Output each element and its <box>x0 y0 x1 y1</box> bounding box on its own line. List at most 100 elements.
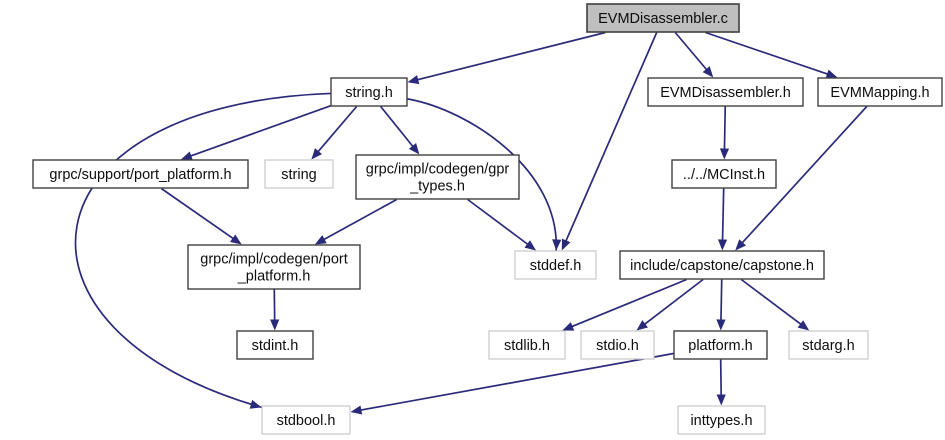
graph-edge <box>636 278 704 331</box>
graph-edge <box>407 31 606 85</box>
arrowhead <box>716 319 726 331</box>
node-label: inttypes.h <box>690 413 752 429</box>
graph-node-grpc-port-platform-h[interactable]: grpc/impl/codegen/port_platform.h <box>187 244 361 290</box>
node-label: stdint.h <box>252 338 299 354</box>
graph-node-platform-h[interactable]: platform.h <box>673 330 768 360</box>
node-label: stdlib.h <box>504 338 550 354</box>
arrowhead <box>311 148 323 160</box>
edge-line <box>740 105 868 245</box>
graph-node-stdlib-h[interactable]: stdlib.h <box>488 330 566 360</box>
graph-edge <box>74 92 331 409</box>
node-layer: EVMDisassembler.c string.h EVMDisassembler… <box>32 3 943 435</box>
node-label: stdbool.h <box>277 413 336 429</box>
arrowhead <box>350 405 363 415</box>
graph-edge <box>467 198 537 251</box>
graph-edge <box>561 32 658 251</box>
edge-line <box>705 31 830 76</box>
graph-edge <box>674 31 714 78</box>
graph-node-mcinst-h[interactable]: ../../MCInst.h <box>671 159 777 189</box>
arrowhead <box>408 143 420 155</box>
graph-node-capstone-h[interactable]: include/capstone/capstone.h <box>619 250 825 280</box>
graph-node-string-h[interactable]: string.h <box>330 77 408 107</box>
node-box <box>514 250 597 280</box>
graph-edge <box>740 278 810 331</box>
edge-line <box>160 187 235 241</box>
node-label: include/capstone/capstone.h <box>630 258 814 274</box>
graph-node-stdio-h[interactable]: stdio.h <box>580 330 655 360</box>
node-box <box>488 330 566 360</box>
node-label: stdio.h <box>596 338 639 354</box>
node-box <box>355 154 520 200</box>
node-label: EVMDisassembler.c <box>598 11 728 27</box>
node-box <box>236 330 314 360</box>
node-label: grpc/impl/codegen/port_platform.h <box>200 251 348 284</box>
node-box <box>671 159 777 189</box>
graph-node-grpc-support-port-platform-h[interactable]: grpc/support/port_platform.h <box>32 159 249 189</box>
arrowhead <box>735 239 747 251</box>
graph-node-stdint-h[interactable]: stdint.h <box>236 330 314 360</box>
edge-line <box>740 278 803 326</box>
graph-node-evmdisassembler-c[interactable]: EVMDisassembler.c <box>586 3 740 33</box>
node-label: grpc/support/port_platform.h <box>49 167 231 183</box>
arrowhead <box>230 234 242 245</box>
graph-edge <box>311 105 358 160</box>
node-box <box>788 330 869 360</box>
graph-edge <box>350 352 674 415</box>
edge-line <box>570 278 687 328</box>
arrowhead <box>716 394 726 406</box>
arrowhead <box>562 322 575 331</box>
arrowhead <box>180 151 193 161</box>
edge-line <box>189 105 331 158</box>
graph-edge <box>160 187 242 245</box>
node-label: grpc/impl/codegen/gpr_types.h <box>366 161 510 194</box>
graph-edge <box>270 289 280 331</box>
graph-edge <box>719 106 730 160</box>
arrowhead <box>825 69 838 79</box>
graph-node-evmdisassembler-h[interactable]: EVMDisassembler.h <box>647 77 804 107</box>
edge-line <box>322 198 398 241</box>
edge-line <box>723 106 727 151</box>
arrowhead <box>561 238 571 251</box>
graph-edge <box>380 105 420 155</box>
arrowhead <box>702 66 714 78</box>
arrowhead <box>797 320 810 331</box>
edge-line <box>721 188 725 242</box>
node-box <box>647 77 804 107</box>
graph-node-evmmapping-h[interactable]: EVMMapping.h <box>817 77 943 107</box>
node-label: stdarg.h <box>802 338 854 354</box>
node-box <box>817 77 943 107</box>
node-box <box>586 3 740 33</box>
graph-edge <box>314 198 398 245</box>
graph-edge <box>716 279 726 331</box>
node-box <box>677 405 766 435</box>
edge-line <box>359 352 674 412</box>
node-label: EVMMapping.h <box>830 85 929 101</box>
graph-node-stdbool-h[interactable]: stdbool.h <box>261 405 351 435</box>
edge-line <box>74 92 331 409</box>
edge-line <box>316 105 358 154</box>
graph-node-stdarg-h[interactable]: stdarg.h <box>788 330 869 360</box>
node-box <box>673 330 768 360</box>
node-label: platform.h <box>688 338 752 354</box>
graph-node-inttypes-h[interactable]: inttypes.h <box>677 405 766 435</box>
node-box <box>32 159 249 189</box>
arrowhead <box>636 320 648 331</box>
node-box <box>261 405 351 435</box>
edge-line <box>380 105 415 149</box>
node-box <box>619 250 825 280</box>
node-label: string <box>281 167 316 183</box>
graph-node-grpc-gpr-types-h[interactable]: grpc/impl/codegen/gpr_types.h <box>355 154 520 200</box>
arrowhead <box>552 239 562 251</box>
graph-edge <box>716 359 726 406</box>
node-box <box>187 244 361 290</box>
node-label: stddef.h <box>530 258 582 274</box>
graph-node-string[interactable]: string <box>264 159 334 189</box>
edge-line <box>467 198 530 246</box>
graph-node-stddef-h[interactable]: stddef.h <box>514 250 597 280</box>
edge-line <box>407 98 558 251</box>
edge-line <box>720 279 723 322</box>
node-box <box>330 77 408 107</box>
graph-edge <box>180 105 331 161</box>
